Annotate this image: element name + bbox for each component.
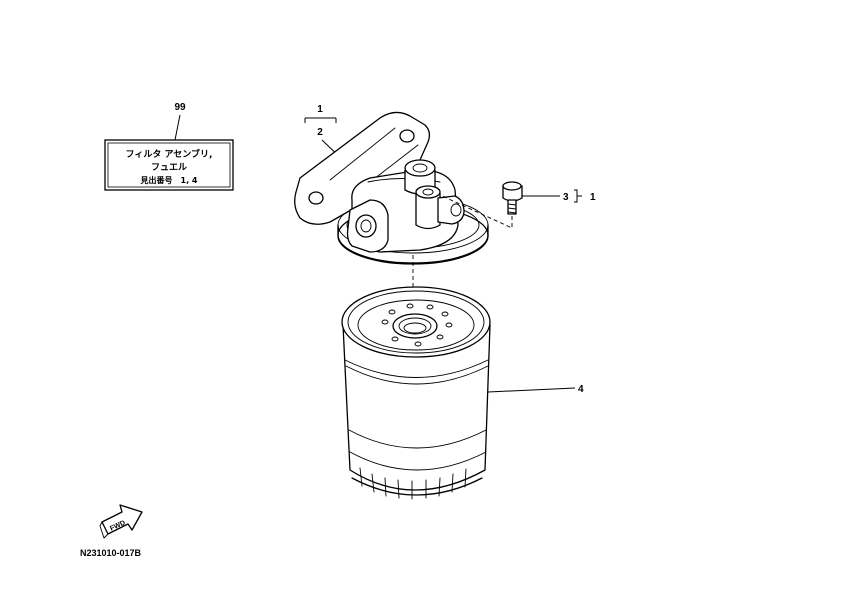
kit-box-line1: フィルタ アセンブリ,: [126, 148, 213, 160]
kit-reference-group: 99 フィルタ アセンブリ, フュエル 見出番号 1, 4: [104, 102, 234, 191]
callout-1: 1: [317, 104, 323, 115]
kit-box-line3: 見出番号 1, 4: [140, 175, 198, 185]
drawing-code: N231010-017B: [80, 548, 142, 558]
fwd-arrow-icon: FWD: [99, 504, 143, 539]
kit-box-inner: [107, 142, 231, 188]
callout-3-brace: [574, 189, 582, 203]
callout-3: 3: [563, 192, 569, 203]
leader-99: [174, 114, 181, 141]
callout-3-group-ref: 1: [590, 192, 596, 203]
filter-head: [294, 111, 489, 265]
callout-4-group: 4: [487, 384, 584, 395]
screw: [439, 181, 523, 229]
leader-4: [487, 387, 576, 393]
callout-3-group: 3 1: [522, 189, 596, 203]
kit-box: [104, 139, 234, 191]
callout-99: 99: [174, 102, 186, 113]
callout-4: 4: [578, 384, 584, 395]
callout-2: 2: [317, 127, 323, 138]
kit-box-line2: フュエル: [151, 162, 187, 173]
filter-cartridge: [341, 286, 491, 500]
